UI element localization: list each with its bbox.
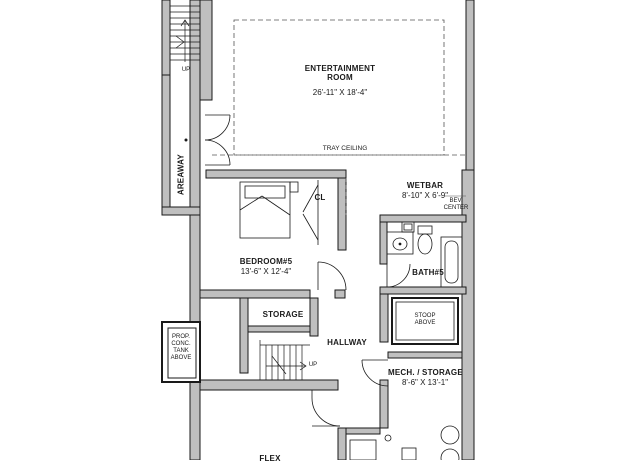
mech-equipment xyxy=(349,425,460,460)
stoop-outline xyxy=(395,301,455,341)
flex-name: FLEX xyxy=(259,454,281,463)
wall-areaway-left xyxy=(161,74,171,216)
tank-line1: PROP. xyxy=(172,334,190,340)
entertainment-room-name-line2: ROOM xyxy=(327,73,353,83)
bedroom5-name: BEDROOM#5 xyxy=(239,257,293,266)
wall-mech-bottom xyxy=(345,427,381,435)
areaway-door[interactable] xyxy=(204,114,231,166)
wall-storage-bottom xyxy=(247,325,311,333)
bev-center-line2: CENTER xyxy=(443,204,469,211)
bath-vanity xyxy=(386,231,414,255)
entertainment-room-name-line1: ENTERTAINMENT xyxy=(304,64,376,73)
bev-center-label: BEV. CENTER xyxy=(438,198,474,212)
bed-nightstand xyxy=(289,181,299,193)
wall-right-outer xyxy=(461,169,475,460)
tank-label: PROP. CONC. TANK ABOVE xyxy=(166,334,196,362)
wall-bedroom-bottom xyxy=(199,289,311,299)
hall-stair-up-label: UP xyxy=(308,362,318,368)
wall-hall-lower xyxy=(309,297,319,337)
wall-stoop-box xyxy=(391,297,459,345)
wall-hallstair-bottom xyxy=(199,379,339,391)
wall-left-outer xyxy=(189,0,201,460)
wall-hall-right xyxy=(379,293,389,343)
bev-center-line1: BEV. xyxy=(449,198,463,204)
entertainment-room-name: ENTERTAINMENT ROOM xyxy=(290,64,390,82)
tray-ceiling-label: TRAY CEILING xyxy=(322,145,368,152)
flex-door[interactable] xyxy=(311,390,341,427)
tank-outline xyxy=(167,327,197,379)
closet-doors[interactable] xyxy=(302,180,319,245)
stoop-line2: ABOVE xyxy=(414,319,436,326)
mech-door[interactable] xyxy=(361,359,389,387)
top-stair xyxy=(170,5,200,62)
stoop-label: STOOP ABOVE xyxy=(400,313,450,327)
wall-storage-left xyxy=(239,297,249,374)
tank-line4: ABOVE xyxy=(170,354,192,361)
closet-name: CL xyxy=(314,193,326,202)
toilet-icon xyxy=(417,225,433,255)
areaway-name: AREAWAY xyxy=(176,154,186,196)
wall-entertainment-bottom xyxy=(205,169,347,179)
wall-areaway-bottom xyxy=(161,206,201,216)
bath-door[interactable] xyxy=(386,263,411,288)
mech-storage-dims: 8'-6" X 13'-1" xyxy=(401,378,449,387)
stoop-line1: STOOP xyxy=(414,313,436,319)
wall-top-left xyxy=(199,0,213,101)
bedroom-door[interactable] xyxy=(317,261,347,291)
entertainment-room-dims: 26'-11" X 18'-4" xyxy=(312,88,368,97)
areaway-drain xyxy=(184,138,188,142)
hallway-name: HALLWAY xyxy=(327,338,367,347)
tray-ceiling-outline xyxy=(233,19,445,156)
wetbar-name: WETBAR xyxy=(406,181,444,190)
wall-flex-right xyxy=(337,427,347,460)
wall-bath-left xyxy=(379,221,388,265)
wall-bath-top xyxy=(379,214,467,223)
tank-line3: TANK xyxy=(173,347,189,354)
bathtub-icon xyxy=(440,236,463,288)
tank-line2: CONC. xyxy=(171,340,191,347)
wall-mech-left xyxy=(379,379,389,429)
top-stair-up-label: UP xyxy=(181,67,191,73)
wall-top-right xyxy=(465,0,475,171)
wall-bedroom-right xyxy=(337,177,347,251)
bed-icon xyxy=(239,181,291,239)
bedroom5-dims: 13'-6" X 12'-4" xyxy=(240,267,292,276)
bath5-name: BATH#5 xyxy=(412,268,444,277)
mech-storage-name: MECH. / STORAGE xyxy=(388,368,463,377)
storage-name: STORAGE xyxy=(262,310,304,319)
wetbar-dims: 8'-10" X 6'-9" xyxy=(401,191,449,200)
wall-mech-top xyxy=(387,351,463,359)
wall-bath-bottom xyxy=(379,286,467,295)
wetbar-sink xyxy=(401,221,415,233)
hall-stair xyxy=(259,340,310,380)
wall-bedroom-bottom-r xyxy=(334,289,346,299)
